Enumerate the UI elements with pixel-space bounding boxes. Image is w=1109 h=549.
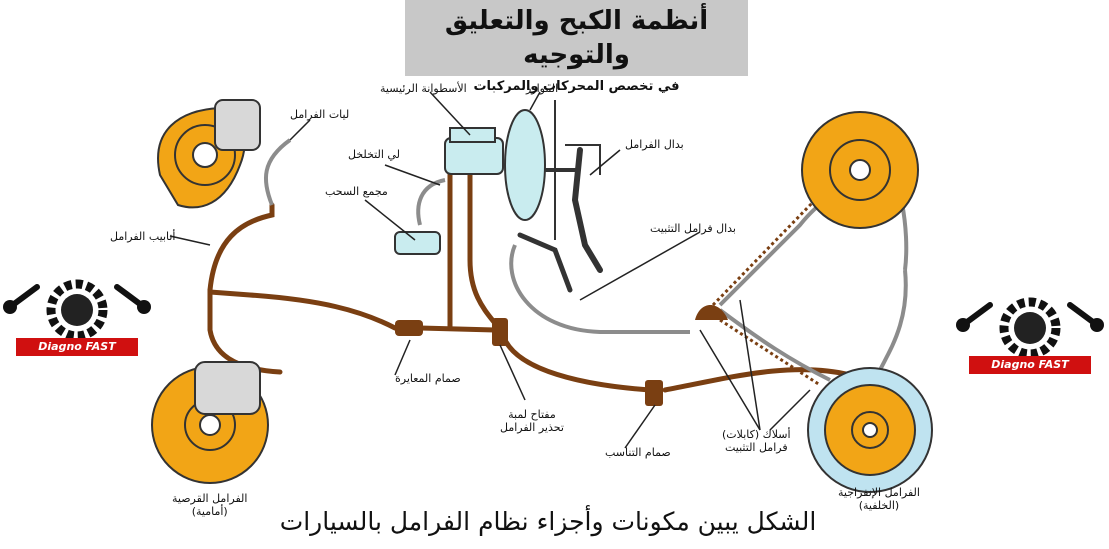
brake-booster [504, 109, 546, 221]
label-parking-cables-line2: فرامل التثبيت [724, 441, 788, 454]
label-drum-brake: الفرامل الإنفراجية (الخلفية) [838, 486, 920, 512]
metering-valve [395, 320, 423, 336]
rear-drum-brake-bottom [807, 367, 933, 493]
proportioning-valve [645, 380, 663, 406]
label-brake-pedal: بدال الفرامل [625, 138, 684, 151]
rear-drum-brake-top [801, 111, 919, 229]
parking-cable-main [509, 244, 690, 334]
label-disc-brake-line1: الفرامل القرصية [172, 492, 248, 505]
hose-front-left [263, 138, 292, 206]
logo-right: Diagno FAST [955, 280, 1105, 380]
brake-pedal [571, 147, 603, 273]
label-disc-brake: الفرامل القرصية (أمامية) [172, 492, 247, 518]
diagram-subtitle: في تخصص المحركات والمركبات [473, 79, 680, 94]
title-banner: أنظمة الكبح والتعليق والتوجيه في تخصص ال… [405, 0, 748, 94]
logo-left-text: Diagno FAST [16, 338, 138, 356]
diagram-title: أنظمة الكبح والتعليق والتوجيه [444, 6, 709, 70]
vacuum-reservoir [394, 231, 441, 255]
pipe-master-to-tee [467, 167, 503, 333]
logo-right-gear-icon [956, 297, 1104, 359]
label-parking-cables: أسلاك (كابلات) فرامل التثبيت [722, 428, 791, 454]
label-warning-switch-line1: مفتاح لمبة [508, 408, 556, 421]
pipe-left-to-metering [207, 289, 398, 331]
label-proportioning-valve: صمام التناسب [605, 446, 671, 459]
label-choke-hose: لي التخلخل [348, 148, 400, 161]
figure-caption: الشكل يبين مكونات وأجزاء نظام الفرامل با… [279, 507, 817, 536]
pipe-metering-to-tee [417, 325, 498, 333]
logo-right-text: Diagno FAST [969, 356, 1091, 374]
leader-lines [169, 91, 811, 449]
master-cylinder [444, 127, 504, 175]
front-disc-brake-top [157, 99, 261, 209]
label-parking-cables-line1: أسلاك (كابلات) [722, 428, 791, 441]
label-brake-hose: ليات الفرامل [290, 108, 350, 121]
label-warning-switch: مفتاح لمبة تحذير الفرامل [500, 408, 564, 434]
cable-network [263, 138, 909, 382]
label-vacuum-reservoir: مجمع السحب [325, 185, 388, 198]
front-disc-brake-bottom [151, 361, 269, 484]
label-drum-brake-line2: (الخلفية) [858, 499, 900, 512]
parking-cable-rear-lower [718, 308, 831, 382]
hose-rear-right [878, 269, 908, 371]
label-warning-switch-line2: تحذير الفرامل [500, 421, 564, 434]
pipe-prop-to-rear [662, 367, 853, 393]
firewall [554, 100, 601, 240]
hose-vacuum [416, 178, 446, 226]
parking-cable-hatched [711, 198, 817, 307]
logo-left-gear-icon [3, 279, 151, 341]
label-master-cylinder: الأسطوانة الرئيسية [380, 82, 467, 95]
label-metering-valve: صمام المعايرة [395, 372, 461, 385]
warning-switch [492, 318, 508, 346]
label-booster: الموازر [526, 82, 559, 95]
label-drum-brake-line1: الفرامل الإنفراجية [838, 486, 920, 499]
pipe-tee-to-prop [502, 337, 653, 393]
logo-left: Diagno FAST [2, 262, 152, 362]
pipe-front-left [207, 202, 275, 293]
parking-pedal [517, 232, 573, 293]
label-parking-pedal: بدال فرامل التثبيت [650, 222, 736, 235]
pipe-left-trunk [207, 287, 283, 375]
label-brake-pipes: أنابيب الفرامل [110, 230, 176, 243]
label-disc-brake-line2: (أمامية) [191, 505, 228, 518]
cable-equalizer [695, 305, 728, 320]
parking-cable-hatched-lower [719, 318, 821, 387]
